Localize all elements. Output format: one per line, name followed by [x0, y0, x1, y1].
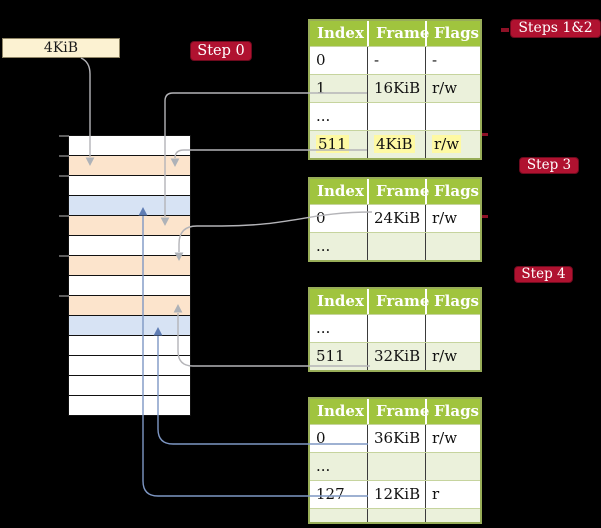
- highlight: 4KiB: [374, 135, 415, 153]
- step-3-badge: Step 3: [519, 157, 579, 174]
- table-header-row: Index Frame Flags: [310, 21, 480, 46]
- memory-row: [69, 156, 190, 176]
- cell-index: 511: [316, 347, 345, 365]
- col-header-flags: Flags: [425, 399, 480, 424]
- steps-1-2-badge: Steps 1&2: [510, 19, 601, 38]
- cell-frame: [367, 103, 425, 130]
- cell-index: 0: [316, 429, 326, 447]
- page-table-steps-1-2: Index Frame Flags 0 - - 1 16KiB r/w ... …: [308, 19, 482, 160]
- cell-frame: [367, 315, 425, 342]
- cell-index: ...: [316, 457, 331, 475]
- col-header-flags: Flags: [425, 21, 480, 46]
- cell-flags: -: [425, 47, 480, 74]
- table-row: ...: [310, 508, 480, 524]
- cell-frame: [367, 453, 425, 480]
- table-row-highlighted: 511 4KiB r/w: [310, 130, 480, 158]
- col-header-frame: Frame: [367, 399, 429, 424]
- cell-index: 127: [316, 485, 345, 503]
- table-header-row: Index Frame Flags: [310, 399, 480, 424]
- cell-index: 511: [310, 131, 367, 158]
- cell-flags: r/w: [425, 205, 480, 232]
- cell-flags: [425, 453, 480, 480]
- cell-frame: 36KiB: [367, 425, 425, 452]
- cell-flags: r/w: [425, 343, 480, 370]
- cell-index: 1: [316, 79, 326, 97]
- memory-row: [69, 236, 190, 256]
- step-4-badge: Step 4: [514, 266, 573, 283]
- col-header-frame: Frame: [367, 179, 429, 204]
- col-header-flags: Flags: [425, 289, 480, 314]
- table-row: 0 36KiB r/w: [310, 424, 480, 452]
- table-row: 127 12KiB r: [310, 480, 480, 508]
- memory-row: [69, 316, 190, 336]
- memory-row: [69, 396, 190, 415]
- cell-index: ...: [316, 237, 331, 255]
- page-table-step-3: Index Frame Flags 0 24KiB r/w ...: [308, 177, 482, 262]
- table-row: 511 32KiB r/w: [310, 342, 480, 370]
- memory-row: [69, 216, 190, 236]
- cell-frame: -: [367, 47, 425, 74]
- cell-flags: [425, 103, 480, 130]
- table-row: ...: [310, 452, 480, 480]
- table-row: 0 - -: [310, 46, 480, 74]
- cell-flags: [425, 233, 480, 260]
- cell-index: 0: [316, 209, 326, 227]
- cell-flags: r/w: [425, 425, 480, 452]
- cell-frame: 24KiB: [367, 205, 425, 232]
- cell-flags: [425, 509, 480, 522]
- step-0-badge: Step 0: [190, 41, 252, 61]
- col-header-index: Index: [317, 402, 364, 420]
- col-header-flags: Flags: [425, 179, 480, 204]
- table-row: ...: [310, 232, 480, 260]
- table-row: 1 16KiB r/w: [310, 74, 480, 102]
- memory-row: [69, 296, 190, 316]
- page-table-step-4: Index Frame Flags ... 511 32KiB r/w: [308, 287, 482, 372]
- table-header-row: Index Frame Flags: [310, 289, 480, 314]
- cell-frame: 16KiB: [367, 75, 425, 102]
- row-marker-dash: [480, 133, 488, 136]
- cell-frame: 32KiB: [367, 343, 425, 370]
- memory-row: [69, 336, 190, 356]
- table-row: 0 24KiB r/w: [310, 204, 480, 232]
- row-marker-dash: [501, 28, 509, 32]
- cell-frame: 12KiB: [367, 481, 425, 508]
- memory-row: [69, 176, 190, 196]
- memory-row: [69, 376, 190, 396]
- table-header-row: Index Frame Flags: [310, 179, 480, 204]
- cell-index: 0: [316, 51, 326, 69]
- cell-flags: [425, 315, 480, 342]
- page-size-label-box: 4KiB: [2, 38, 120, 58]
- highlight: 511: [316, 135, 349, 153]
- cell-index: ...: [316, 319, 331, 337]
- col-header-index: Index: [317, 182, 364, 200]
- cell-flags: r/w: [425, 131, 480, 158]
- memory-column: [68, 135, 191, 416]
- cell-flags: r: [425, 481, 480, 508]
- cell-index: ...: [316, 513, 331, 524]
- memory-row: [69, 256, 190, 276]
- memory-row: [69, 276, 190, 296]
- cell-frame: 4KiB: [367, 131, 425, 158]
- memory-row: [69, 136, 190, 156]
- col-header-index: Index: [317, 24, 364, 42]
- highlight: r/w: [432, 135, 462, 153]
- memory-row: [69, 356, 190, 376]
- memory-row: [69, 196, 190, 216]
- row-marker-dash: [482, 215, 488, 218]
- cell-index: ...: [316, 107, 331, 125]
- col-header-index: Index: [317, 292, 364, 310]
- cell-frame: [367, 233, 425, 260]
- page-table-final: Index Frame Flags 0 36KiB r/w ... 127 12…: [308, 397, 482, 524]
- cell-frame: [367, 509, 425, 522]
- col-header-frame: Frame: [367, 289, 429, 314]
- table-row: ...: [310, 102, 480, 130]
- cell-flags: r/w: [425, 75, 480, 102]
- col-header-frame: Frame: [367, 21, 429, 46]
- table-row: ...: [310, 314, 480, 342]
